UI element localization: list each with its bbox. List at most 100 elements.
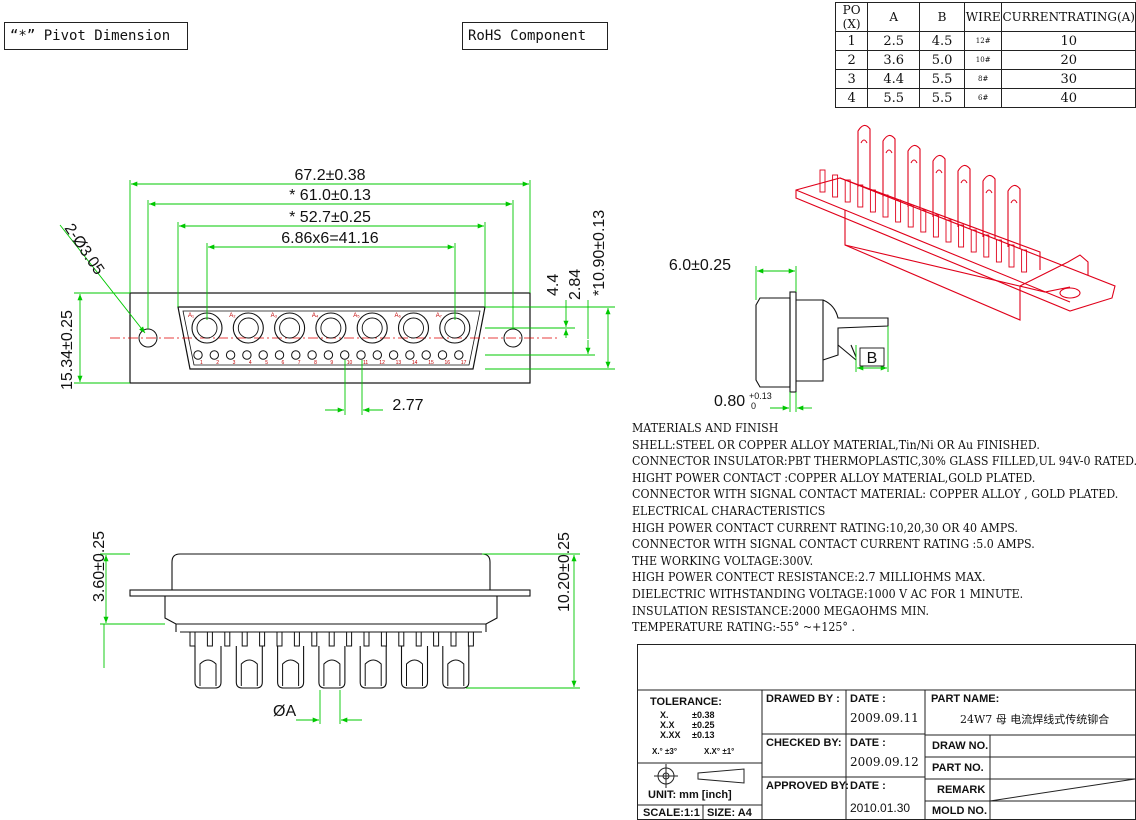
iso-signal-pin [932,214,939,238]
power-contact-inner [237,317,259,339]
iso-signal-pin [1008,244,1015,268]
tol-x-value: ±0.38 [692,710,715,720]
signal-contact [291,350,301,360]
date-label-3: DATE : [850,780,886,792]
signal-contact-label: 10 [347,360,353,366]
tol-angle-1: X.° ±3° [652,747,678,756]
date-label-1: DATE : [850,693,886,705]
iso-cup-slot [860,139,868,144]
spec-line: CONNECTOR INSULATOR:PBT THERMOPLASTIC,30… [632,454,1136,469]
bottom-signal-pin [293,631,300,647]
bottom-signal-pin [398,631,405,647]
signal-contact-label: 6 [282,360,285,366]
date-value-2: 2009.09.12 [850,755,919,769]
dim-pivot-span: * 61.0±0.13 [289,187,371,204]
bottom-signal-pin [206,631,213,647]
power-contact-outer [397,312,430,344]
iso-signal-pin [920,209,927,233]
draw-no-label: DRAW NO. [932,740,989,752]
bottom-power-cup [359,646,387,689]
table-cell: 4.4 [867,69,921,89]
signal-contact-label: 3 [233,360,236,366]
signal-contact [307,350,317,360]
checked-by-label: CHECKED BY: [766,737,842,749]
spec-line: MATERIALS AND FINISH [632,421,779,435]
rohs-label: RoHS Component [462,22,608,50]
table-cell: 4.5 [919,31,965,51]
iso-cup-slot [910,159,918,164]
dim-tol-sub: 0 [751,401,756,411]
dim-body-width: * 52.7±0.25 [289,209,371,226]
dim-total-height: 10.20±0.25 [556,532,573,612]
side-view [755,291,889,393]
bottom-signal-pin [259,631,266,647]
front-shell-d-outline [177,306,486,370]
power-contact-label: A₂ [229,313,236,319]
tol-angle-2: X.X° ±1° [704,747,735,756]
spec-line: HIGH POWER CONTECT RESISTANCE:2.7 MILLIO… [632,570,986,585]
dim-height-left: 15.34±0.25 [59,310,76,390]
bottom-signal-pin [450,631,457,647]
iso-cup-slot [1010,199,1018,204]
iso-cup-slot [935,169,943,174]
power-contact-inner [444,317,466,339]
drawed-by-label: DRAWED BY : [766,693,840,705]
date-value-1: 2009.09.11 [850,711,919,725]
iso-signal-pin [958,224,965,248]
bottom-dimensions [100,553,580,724]
bottom-signal-pin [346,631,353,647]
dim-hole: 2-Ø3.05 [61,221,107,279]
bottom-power-cup-inner [199,659,217,686]
iso-power-cup [982,174,996,239]
tol-xxx-label: X.XX [660,730,681,740]
signal-contact-label: 1 [200,360,203,366]
iso-cup-slot [885,149,893,154]
signal-contact-label: 9 [330,360,333,366]
unit-label: UNIT: mm [inch] [648,789,732,801]
iso-signal-pin [832,174,839,198]
bottom-power-cup-inner [240,659,258,686]
bottom-power-cup-inner [282,659,300,686]
signal-contact [356,350,366,360]
po-header-a: A [867,2,921,32]
bottom-signal-pin [224,631,231,647]
part-name-label: PART NAME: [931,693,1000,705]
signal-contact [274,350,285,360]
po-header-b: B [919,2,965,32]
signal-contact-label: 15 [428,360,434,366]
bottom-power-cup-inner [447,659,465,686]
po-header-wire: WIRE [963,2,1003,32]
iso-signal-pin [819,169,826,193]
signal-contact [388,350,399,360]
bottom-signal-pin [311,631,318,647]
dim-side-a: 6.0±0.25 [669,257,731,274]
spec-line: CONNECTOR WITH SIGNAL CONTACT MATERIAL: … [632,487,1119,502]
power-contact-outer [356,312,388,344]
power-contact-inner [279,317,301,339]
table-cell: 5.5 [919,69,965,89]
bottom-signal-pin [415,631,422,647]
bottom-signal-pin [380,631,387,647]
power-contact-outer [232,312,264,344]
power-contact-label: A₆ [395,313,402,319]
signal-contact-label: 16 [445,360,451,366]
signal-contact-label: 14 [412,360,418,366]
signal-contact [405,350,415,360]
signal-contact [193,350,203,360]
po-table-header: PO (X) A B WIRE CURRENTRATING(A) [834,2,1136,32]
bottom-power-cup-inner [364,659,382,686]
power-contact-inner [320,317,342,339]
spec-line: HIGH POWER CONTACT CURRENT RATING:10,20,… [632,520,1018,535]
table-cell: 5.5 [919,88,965,108]
signal-contact-label: 5 [265,360,268,366]
tol-xx-label: X.X [660,720,675,730]
iso-signal-pin [995,239,1002,263]
signal-contact-label: 17 [461,360,467,366]
iso-power-cup [857,124,871,189]
date-value-3: 2010.01.30 [850,801,911,815]
iso-signal-pin [970,229,977,253]
spec-line: ELECTRICAL CHARACTERISTICS [632,503,826,518]
dim-pitch: 6.86x6=41.16 [281,230,379,247]
